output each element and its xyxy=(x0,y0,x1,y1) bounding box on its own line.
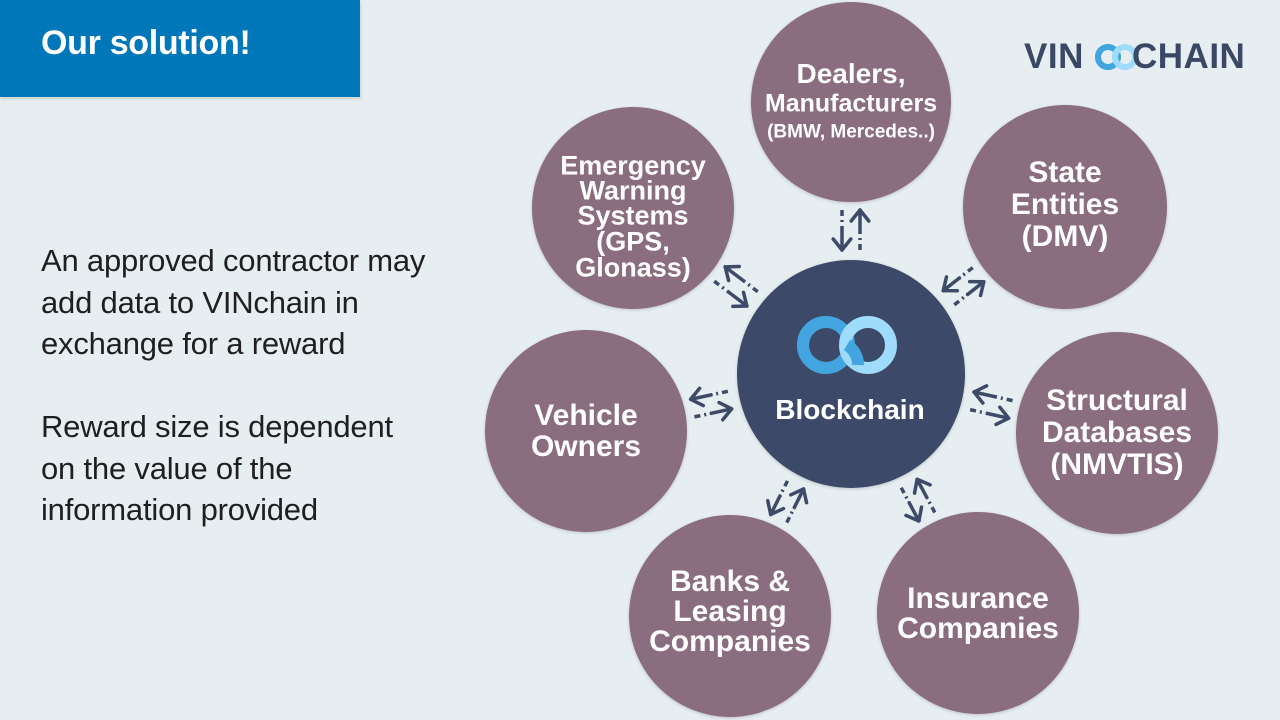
arrow-dashed-tail xyxy=(694,411,712,419)
arrow-shaft xyxy=(915,477,929,500)
paragraph-reward-size: Reward size is dependent on the value of… xyxy=(41,406,491,531)
node-label-structural: Databases xyxy=(1041,416,1193,449)
node-state xyxy=(963,105,1167,309)
connector-state xyxy=(941,266,986,307)
node-label-structural: (NMVTIS) xyxy=(1050,448,1184,481)
connector-banks xyxy=(765,480,809,524)
node-owners xyxy=(485,330,687,532)
arrow-dashed-tail xyxy=(899,486,911,504)
arrow-dashed-tail xyxy=(994,395,1013,403)
slide-title: Our solution! xyxy=(41,24,251,62)
node-label-state: State xyxy=(1028,156,1102,189)
text-line: on the value of the xyxy=(41,450,293,486)
arrow-shaft xyxy=(972,390,997,399)
vinchain-logo: VIN CHAIN xyxy=(1024,37,1246,77)
connector-structural xyxy=(969,384,1013,427)
arrow-head-icon xyxy=(912,477,932,495)
arrow-dashed-tail xyxy=(713,279,731,294)
node-banks xyxy=(629,515,831,717)
node-structural xyxy=(1016,332,1218,534)
arrow-head-icon xyxy=(849,208,871,223)
node-label-state: (DMV) xyxy=(1021,220,1109,253)
node-label-owners: Vehicle xyxy=(534,399,638,432)
arrow-shaft xyxy=(688,393,713,402)
node-label-banks: Leasing xyxy=(673,595,787,628)
arrow-head-icon xyxy=(967,279,986,298)
arrow-head-icon xyxy=(731,290,749,309)
node-label-state: Entities xyxy=(1010,188,1120,221)
text-line: Reward size is dependent xyxy=(41,409,393,444)
arrow-dashed-tail xyxy=(925,496,937,514)
arrow-shaft xyxy=(723,265,745,283)
hub-circle xyxy=(737,260,965,488)
arrow-head-icon xyxy=(789,487,809,505)
arrow-head-icon xyxy=(688,386,706,408)
node-label-owners: Owners xyxy=(530,430,642,463)
node-insurance xyxy=(877,512,1079,714)
node-emergency xyxy=(532,107,734,309)
arrow-shaft xyxy=(727,290,749,308)
arrow-dashed-tail xyxy=(785,506,796,524)
node-label-banks: Banks & xyxy=(669,565,791,598)
blockchain-hub xyxy=(737,260,965,488)
arrow-dashed-tail xyxy=(742,279,759,294)
arrow-dashed-tail xyxy=(953,293,969,307)
arrow-head-icon xyxy=(994,405,1011,427)
logo-text-right: CHAIN xyxy=(1132,37,1246,76)
arrow-head-icon xyxy=(717,400,734,422)
arrow-head-icon xyxy=(941,275,960,293)
connector-insurance xyxy=(899,477,937,523)
hub-label: Blockchain xyxy=(775,394,925,425)
arrow-head-icon xyxy=(723,264,742,283)
arrow-shaft xyxy=(985,411,1011,420)
arrow-shaft xyxy=(941,276,962,293)
node-label-banks: Companies xyxy=(649,625,811,658)
node-label-emergency: Systems xyxy=(577,200,689,231)
node-label-emergency: Glonass) xyxy=(575,252,691,283)
arrow-shaft xyxy=(965,280,986,297)
arrow-head-icon xyxy=(765,498,786,517)
paragraph-reward-intro: An approved contractor may add data to V… xyxy=(41,240,491,365)
node-label-dealers: (BMW, Mercedes..) xyxy=(767,121,935,143)
connector-owners xyxy=(688,386,734,422)
arrow-shaft xyxy=(792,487,806,510)
text-line: add data to VINchain in xyxy=(41,284,359,320)
node-label-emergency: Emergency xyxy=(560,150,706,181)
arrow-head-icon xyxy=(831,237,853,252)
title-bar: Our solution! xyxy=(0,0,360,97)
logo-text-left: VIN xyxy=(1024,37,1084,76)
text-line: exchange for a reward xyxy=(41,326,346,361)
node-label-emergency: (GPS, xyxy=(596,226,670,257)
node-label-emergency: Warning xyxy=(579,175,687,206)
chain-link-icon xyxy=(797,316,897,374)
nodes-layer xyxy=(485,2,1218,717)
arrow-dashed-tail xyxy=(778,480,790,497)
arrow-dashed-tail xyxy=(710,389,729,397)
arrow-head-icon xyxy=(904,505,924,523)
node-label-insurance: Insurance xyxy=(907,582,1049,615)
arrows-layer xyxy=(688,208,1013,524)
arrow-shaft xyxy=(709,407,734,416)
node-dealers xyxy=(751,2,951,202)
text-line: information provided xyxy=(41,492,318,527)
connector-emergency xyxy=(713,264,759,309)
arrow-head-icon xyxy=(972,384,989,405)
node-label-structural: Structural xyxy=(1046,384,1188,417)
node-label-insurance: Companies xyxy=(897,612,1059,645)
node-label-dealers: Manufacturers xyxy=(764,89,938,118)
arrow-dashed-tail xyxy=(958,266,974,280)
node-label-dealers: Dealers, xyxy=(796,58,906,89)
arrow-shaft xyxy=(907,500,921,523)
text-line: An approved contractor may xyxy=(41,243,426,278)
arrow-dashed-tail xyxy=(969,407,988,416)
arrow-shaft xyxy=(768,494,782,517)
connector-dealers xyxy=(831,208,871,252)
chain-link-icon xyxy=(1095,44,1138,70)
